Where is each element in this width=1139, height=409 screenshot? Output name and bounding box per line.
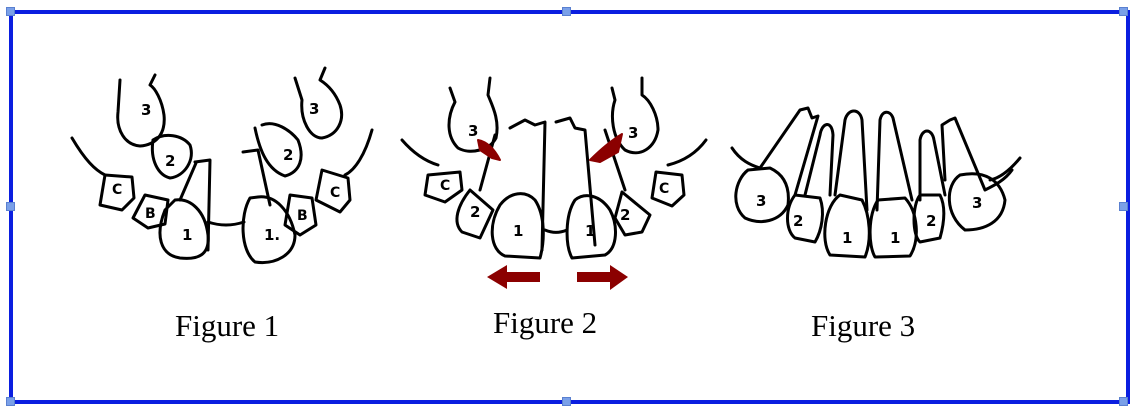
svg-text:2: 2 (470, 203, 480, 221)
figure-2-drawing: 3 C 2 1 1 2 C 3 (400, 76, 708, 290)
svg-text:2: 2 (283, 146, 293, 164)
svg-text:1: 1 (585, 222, 595, 240)
svg-text:1: 1 (842, 229, 852, 247)
svg-text:1: 1 (890, 229, 900, 247)
svg-text:C: C (440, 178, 450, 194)
resize-handle-bottom-center[interactable] (562, 397, 571, 406)
figure-1-caption: Figure 1 (175, 308, 280, 343)
svg-text:2: 2 (165, 152, 175, 170)
svg-text:3: 3 (309, 100, 319, 118)
svg-text:1: 1 (182, 226, 192, 244)
resize-handle-bottom-left[interactable] (6, 397, 15, 406)
svg-text:2: 2 (926, 212, 936, 230)
resize-handle-bottom-right[interactable] (1119, 397, 1128, 406)
resize-handle-middle-left[interactable] (6, 202, 15, 211)
svg-text:2: 2 (793, 212, 803, 230)
svg-text:C: C (112, 182, 122, 198)
svg-text:3: 3 (756, 192, 766, 210)
svg-text:B: B (297, 208, 308, 224)
svg-text:3: 3 (141, 101, 151, 119)
figure-1-drawing: 3 2 C B 1 1. B C 2 3 (70, 66, 374, 265)
resize-handle-top-left[interactable] (6, 7, 15, 16)
svg-text:C: C (330, 185, 340, 201)
svg-text:C: C (659, 181, 669, 197)
figure-2-caption: Figure 2 (493, 305, 598, 340)
figure-3-drawing: 3 2 1 1 2 3 (730, 106, 1022, 259)
svg-text:1.: 1. (264, 226, 280, 244)
resize-handle-top-center[interactable] (562, 7, 571, 16)
svg-text:B: B (145, 206, 156, 222)
resize-handle-middle-right[interactable] (1119, 202, 1128, 211)
figure-3-caption: Figure 3 (811, 308, 916, 343)
svg-text:3: 3 (972, 194, 982, 212)
svg-text:1: 1 (513, 222, 523, 240)
svg-text:3: 3 (628, 124, 638, 142)
resize-handle-top-right[interactable] (1119, 7, 1128, 16)
svg-text:2: 2 (620, 206, 630, 224)
svg-text:3: 3 (468, 122, 478, 140)
